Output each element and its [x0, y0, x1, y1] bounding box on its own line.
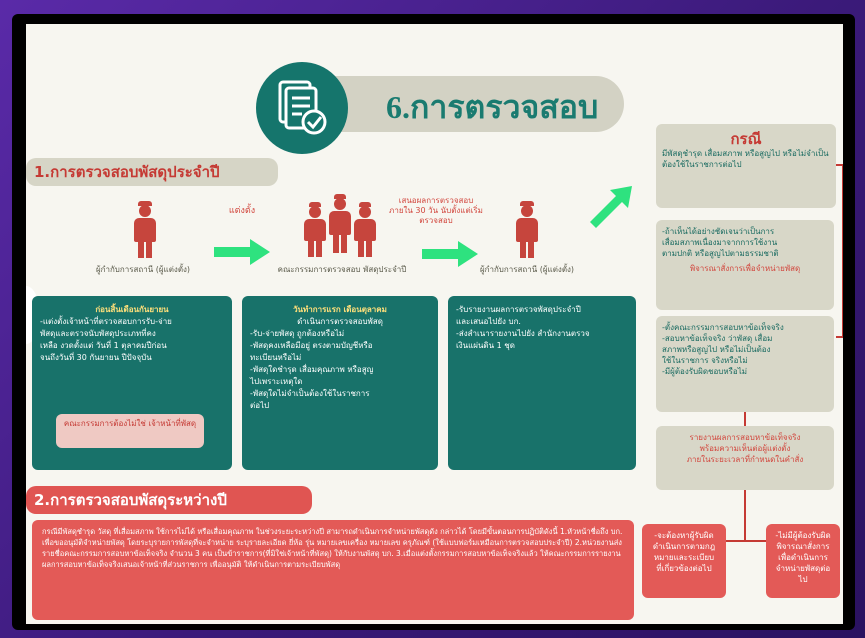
right-arrow-icon — [214, 239, 270, 265]
page-title: 6.การตรวจสอบ — [386, 89, 599, 125]
cases-title: กรณี — [730, 130, 762, 148]
box2-subheading: ดำเนินการตรวจสอบพัสดุ — [297, 317, 383, 326]
outcome-liable-box: -จะต้องหาผู้รับผิด ดำเนินการตามกฎ หมายแล… — [642, 524, 726, 598]
right-arrow-icon — [422, 241, 478, 267]
checklist-icon — [278, 80, 327, 135]
box2-line: -รับ-จ่ายพัสดุ ถูกต้องหรือไม่ — [250, 329, 345, 338]
box2-line: -พัสดุคงเหลือมีอยู่ ตรงตามบัญชีหรือ — [250, 341, 373, 350]
box1-line: พัสดุและตรวจนับพัสดุประเภทที่คง — [40, 329, 156, 338]
box2-heading: วันทำการแรก เดือนตุลาคม — [293, 305, 387, 314]
annual-step-box-2: วันทำการแรก เดือนตุลาคม ดำเนินการตรวจสอบ… — [242, 296, 438, 470]
case3-line: ภายในระยะเวลาที่กำหนดในคำสั่ง — [686, 455, 804, 464]
outcome1-line: ที่เกี่ยวข้องต่อไป — [656, 564, 712, 573]
diagonal-arrow-icon — [590, 186, 632, 228]
interim-line: ครุภัณฑ์ (ใช้แบบฟอร์มเหมือนการตรวจสอบประ… — [402, 538, 573, 547]
box3-line: -รับรายงานผลการตรวจพัสดุประจำปี — [456, 305, 581, 314]
interim-line: 1.หัวหน้าชื่อถึง บก. เพื่อขออนุมัติจำหน่… — [42, 527, 623, 547]
outcome-not-liable-box: -ไม่มีผู้ต้องรับผิด พิจารณาสั่งการ เพื่อ… — [766, 524, 840, 598]
interim-line: กล่าวได้ โดยมีขั้นตอนการปฏิบัติดังนี้ — [440, 527, 558, 536]
connector-line — [744, 412, 746, 426]
committee-member-icon — [326, 194, 354, 256]
officer-icon — [512, 201, 542, 261]
case-1-box: -ถ้าเห็นได้อย่างชัดเจนว่าเป็นการ เสื่อมส… — [656, 220, 834, 310]
connector-line — [744, 490, 746, 540]
outcome1-line: หมายและระเบียบ — [653, 553, 715, 562]
outcome1-line: ดำเนินการตามกฎ — [652, 542, 716, 551]
case2-line: ใช้ในราชการ จริงหรือไม่ — [662, 356, 748, 365]
case2-line: สภาพหรือสูญไป หรือไม่เป็นต้อง — [662, 345, 771, 354]
interim-line: กรณีมีพัสดุชำรุด วัสดุ ที่เสื่อมสภาพ ใช้… — [42, 527, 438, 536]
committee-member-icon — [352, 202, 378, 260]
infographic-sheet: 6.การตรวจสอบ 1.การตรวจสอบพัสดุประจำปี ผู… — [26, 24, 843, 624]
section-1-title: 1.การตรวจสอบพัสดุประจำปี — [26, 158, 278, 186]
outcome2-line: เพื่อดำเนินการ — [778, 553, 828, 562]
box3-line: เงินแผ่นดิน 1 ชุด — [456, 341, 515, 350]
box1-line: เหลือ งวดตั้งแต่ วันที่ 1 ตุลาคมปีก่อน — [40, 341, 167, 350]
case1-action: พิจารณาสั่งการเพื่อจำหน่ายพัสดุ — [689, 264, 801, 273]
case3-line: พร้อมความเห็นต่อผู้แต่งตั้ง — [699, 444, 791, 453]
report-timing-label: เสนอผลการตรวจสอบ ภายใน 30 วัน นับตั้งแต่… — [389, 196, 483, 225]
box3-line: -ส่งสำเนารายงานไปยัง สำนักงานตรวจ — [456, 329, 590, 338]
box2-line: ไปเพราะเหตุใด — [250, 377, 303, 386]
case2-line: -มีผู้ต้องรับผิดชอบหรือไม่ — [662, 367, 747, 376]
officer-icon — [130, 201, 160, 261]
interim-line: 2.หน่วยงานส่งรายชื่อคณะกรรมการสอบหาข้อเท… — [42, 538, 622, 558]
outcome2-line: พิจารณาสั่งการ — [776, 542, 830, 551]
box1-note: คณะกรรมการต้องไม่ใช่ เจ้าหน้าที่พัสดุ — [56, 414, 204, 448]
connector-line — [726, 540, 766, 542]
box2-line: ต่อไป — [250, 401, 270, 410]
cases-bracket — [836, 164, 843, 338]
box3-line: และเสนอไปยัง บก. — [456, 317, 521, 326]
checklist-icon-circle — [256, 62, 348, 154]
outcome2-line: -ไม่มีผู้ต้องรับผิด — [775, 531, 831, 540]
committee-label: คณะกรรมการตรวจสอบ พัสดุประจำปี — [277, 265, 407, 274]
case2-line: -ตั้งคณะกรรมการสอบหาข้อเท็จจริง — [662, 323, 784, 332]
person1-label: ผู้กำกับการสถานี (ผู้แต่งตั้ง) — [95, 265, 191, 274]
box1-line: จนถึงวันที่ 30 กันยายน ปีปัจจุบัน — [40, 353, 152, 362]
box1-heading: ก่อนสิ้นเดือนกันยายน — [95, 305, 169, 314]
section-2-title: 2.การตรวจสอบพัสดุระหว่างปี — [26, 486, 312, 514]
appoint-label: แต่งตั้ง — [228, 206, 256, 216]
case3-line: รายงานผลการสอบหาข้อเท็จจริง — [689, 433, 801, 442]
cases-box: กรณี มีพัสดุชำรุด เสื่อมสภาพ หรือสูญไป ห… — [656, 124, 836, 208]
box1-line: -แต่งตั้งเจ้าหน้าที่ตรวจสอบการรับ-จ่าย — [40, 317, 172, 326]
box2-line: -พัสดุใดไม่จำเป็นต้องใช้ในราชการ — [250, 389, 370, 398]
cases-intro: มีพัสดุชำรุด เสื่อมสภาพ หรือสูญไป หรือไม… — [662, 149, 829, 169]
interim-line: ให้ดำเนินการตามระเบียบพัสดุ — [243, 560, 341, 569]
person2-label: ผู้กำกับการสถานี (ผู้แต่งตั้ง) — [479, 265, 575, 274]
case1-line: เสื่อมสภาพเนื่องมาจากการใช้งาน — [662, 238, 778, 247]
outcome2-line: จำหน่ายพัสดุต่อไป — [775, 564, 831, 584]
box2-line: ทะเบียนหรือไม่ — [250, 353, 302, 362]
interim-line: 3.เมื่อแต่งตั้งกรรมการสอบหาข้อเท็จจริงแล… — [42, 549, 621, 569]
case1-line: -ถ้าเห็นได้อย่างชัดเจนว่าเป็นการ — [662, 227, 775, 236]
interim-inspection-box: กรณีมีพัสดุชำรุด วัสดุ ที่เสื่อมสภาพ ใช้… — [32, 520, 634, 620]
case-2-box: -ตั้งคณะกรรมการสอบหาข้อเท็จจริง -สอบหาข้… — [656, 316, 834, 412]
case2-line: -สอบหาข้อเท็จจริง ว่าพัสดุ เสื่อม — [662, 334, 773, 343]
outcome1-line: -จะต้องหาผู้รับผิด — [654, 531, 714, 540]
annual-step-box-3: -รับรายงานผลการตรวจพัสดุประจำปี และเสนอไ… — [448, 296, 636, 470]
case-3-box: รายงานผลการสอบหาข้อเท็จจริง พร้อมความเห็… — [656, 426, 834, 490]
case1-line: ตามปกติ หรือสูญไปตามธรรมชาติ — [662, 249, 779, 258]
box2-line: -พัสดุใดชำรุด เสื่อมคุณภาพ หรือสูญ — [250, 365, 374, 374]
committee-member-icon — [302, 202, 328, 260]
